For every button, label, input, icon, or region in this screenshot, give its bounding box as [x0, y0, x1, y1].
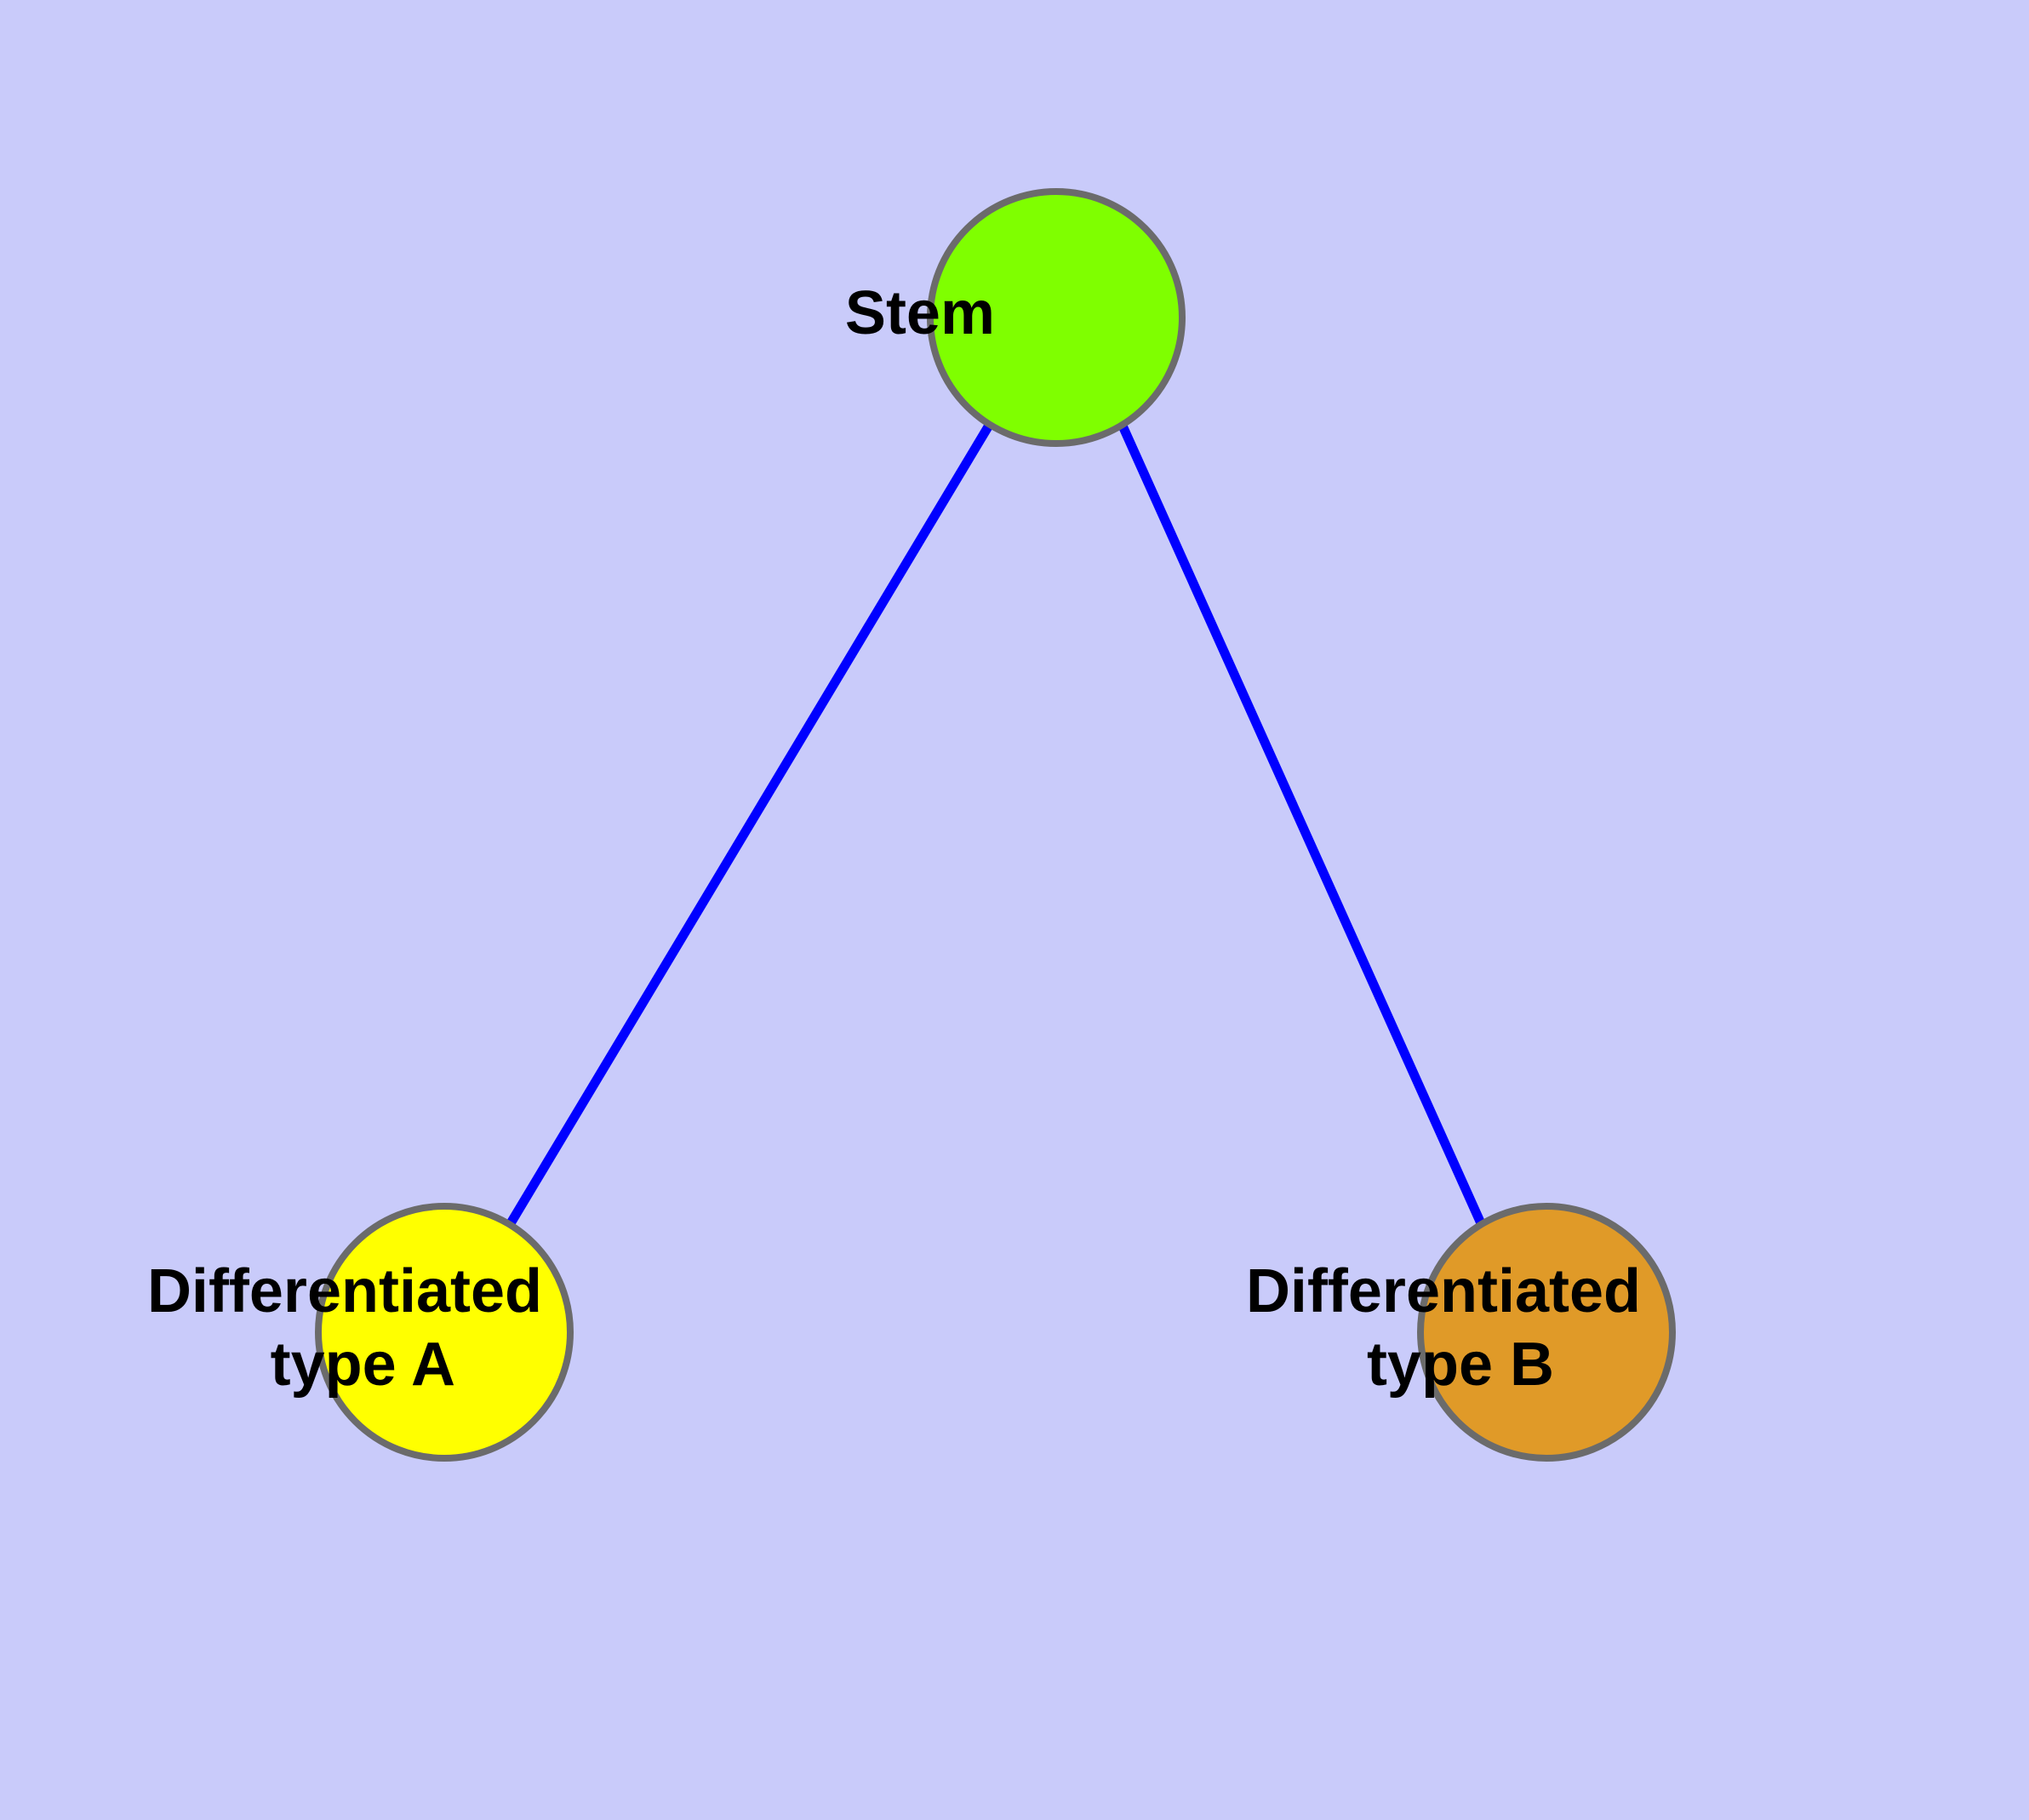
node-label-differentiated-type-a: Differentiated type A: [147, 0, 695, 1399]
edge-stem-to-differentiated-type-a[interactable]: [506, 421, 994, 1226]
node-label-differentiated-type-b-line-2: type B: [1367, 1331, 1554, 1399]
node-differentiated-type-b[interactable]: [1417, 1203, 1676, 1462]
node-label-stem-line-1: Stem: [845, 279, 995, 347]
edges-layer: [506, 421, 1486, 1226]
node-label-differentiated-type-b-line-1: Differentiated: [1246, 1257, 1641, 1325]
node-label-differentiated-type-a-line-1: Differentiated: [147, 1257, 542, 1325]
edge-stem-to-differentiated-type-b[interactable]: [1117, 421, 1486, 1226]
nodes-layer: [315, 188, 1676, 1462]
node-label-differentiated-type-b: Differentiated type B: [1246, 0, 1794, 1399]
node-label-stem: Stem: [845, 0, 1267, 347]
labels-layer: Stem Differentiated type A Differentiate…: [147, 0, 1794, 1399]
node-stem[interactable]: [927, 188, 1186, 447]
node-label-differentiated-type-a-line-2: type A: [271, 1331, 454, 1399]
node-differentiated-type-a[interactable]: [315, 1203, 574, 1462]
